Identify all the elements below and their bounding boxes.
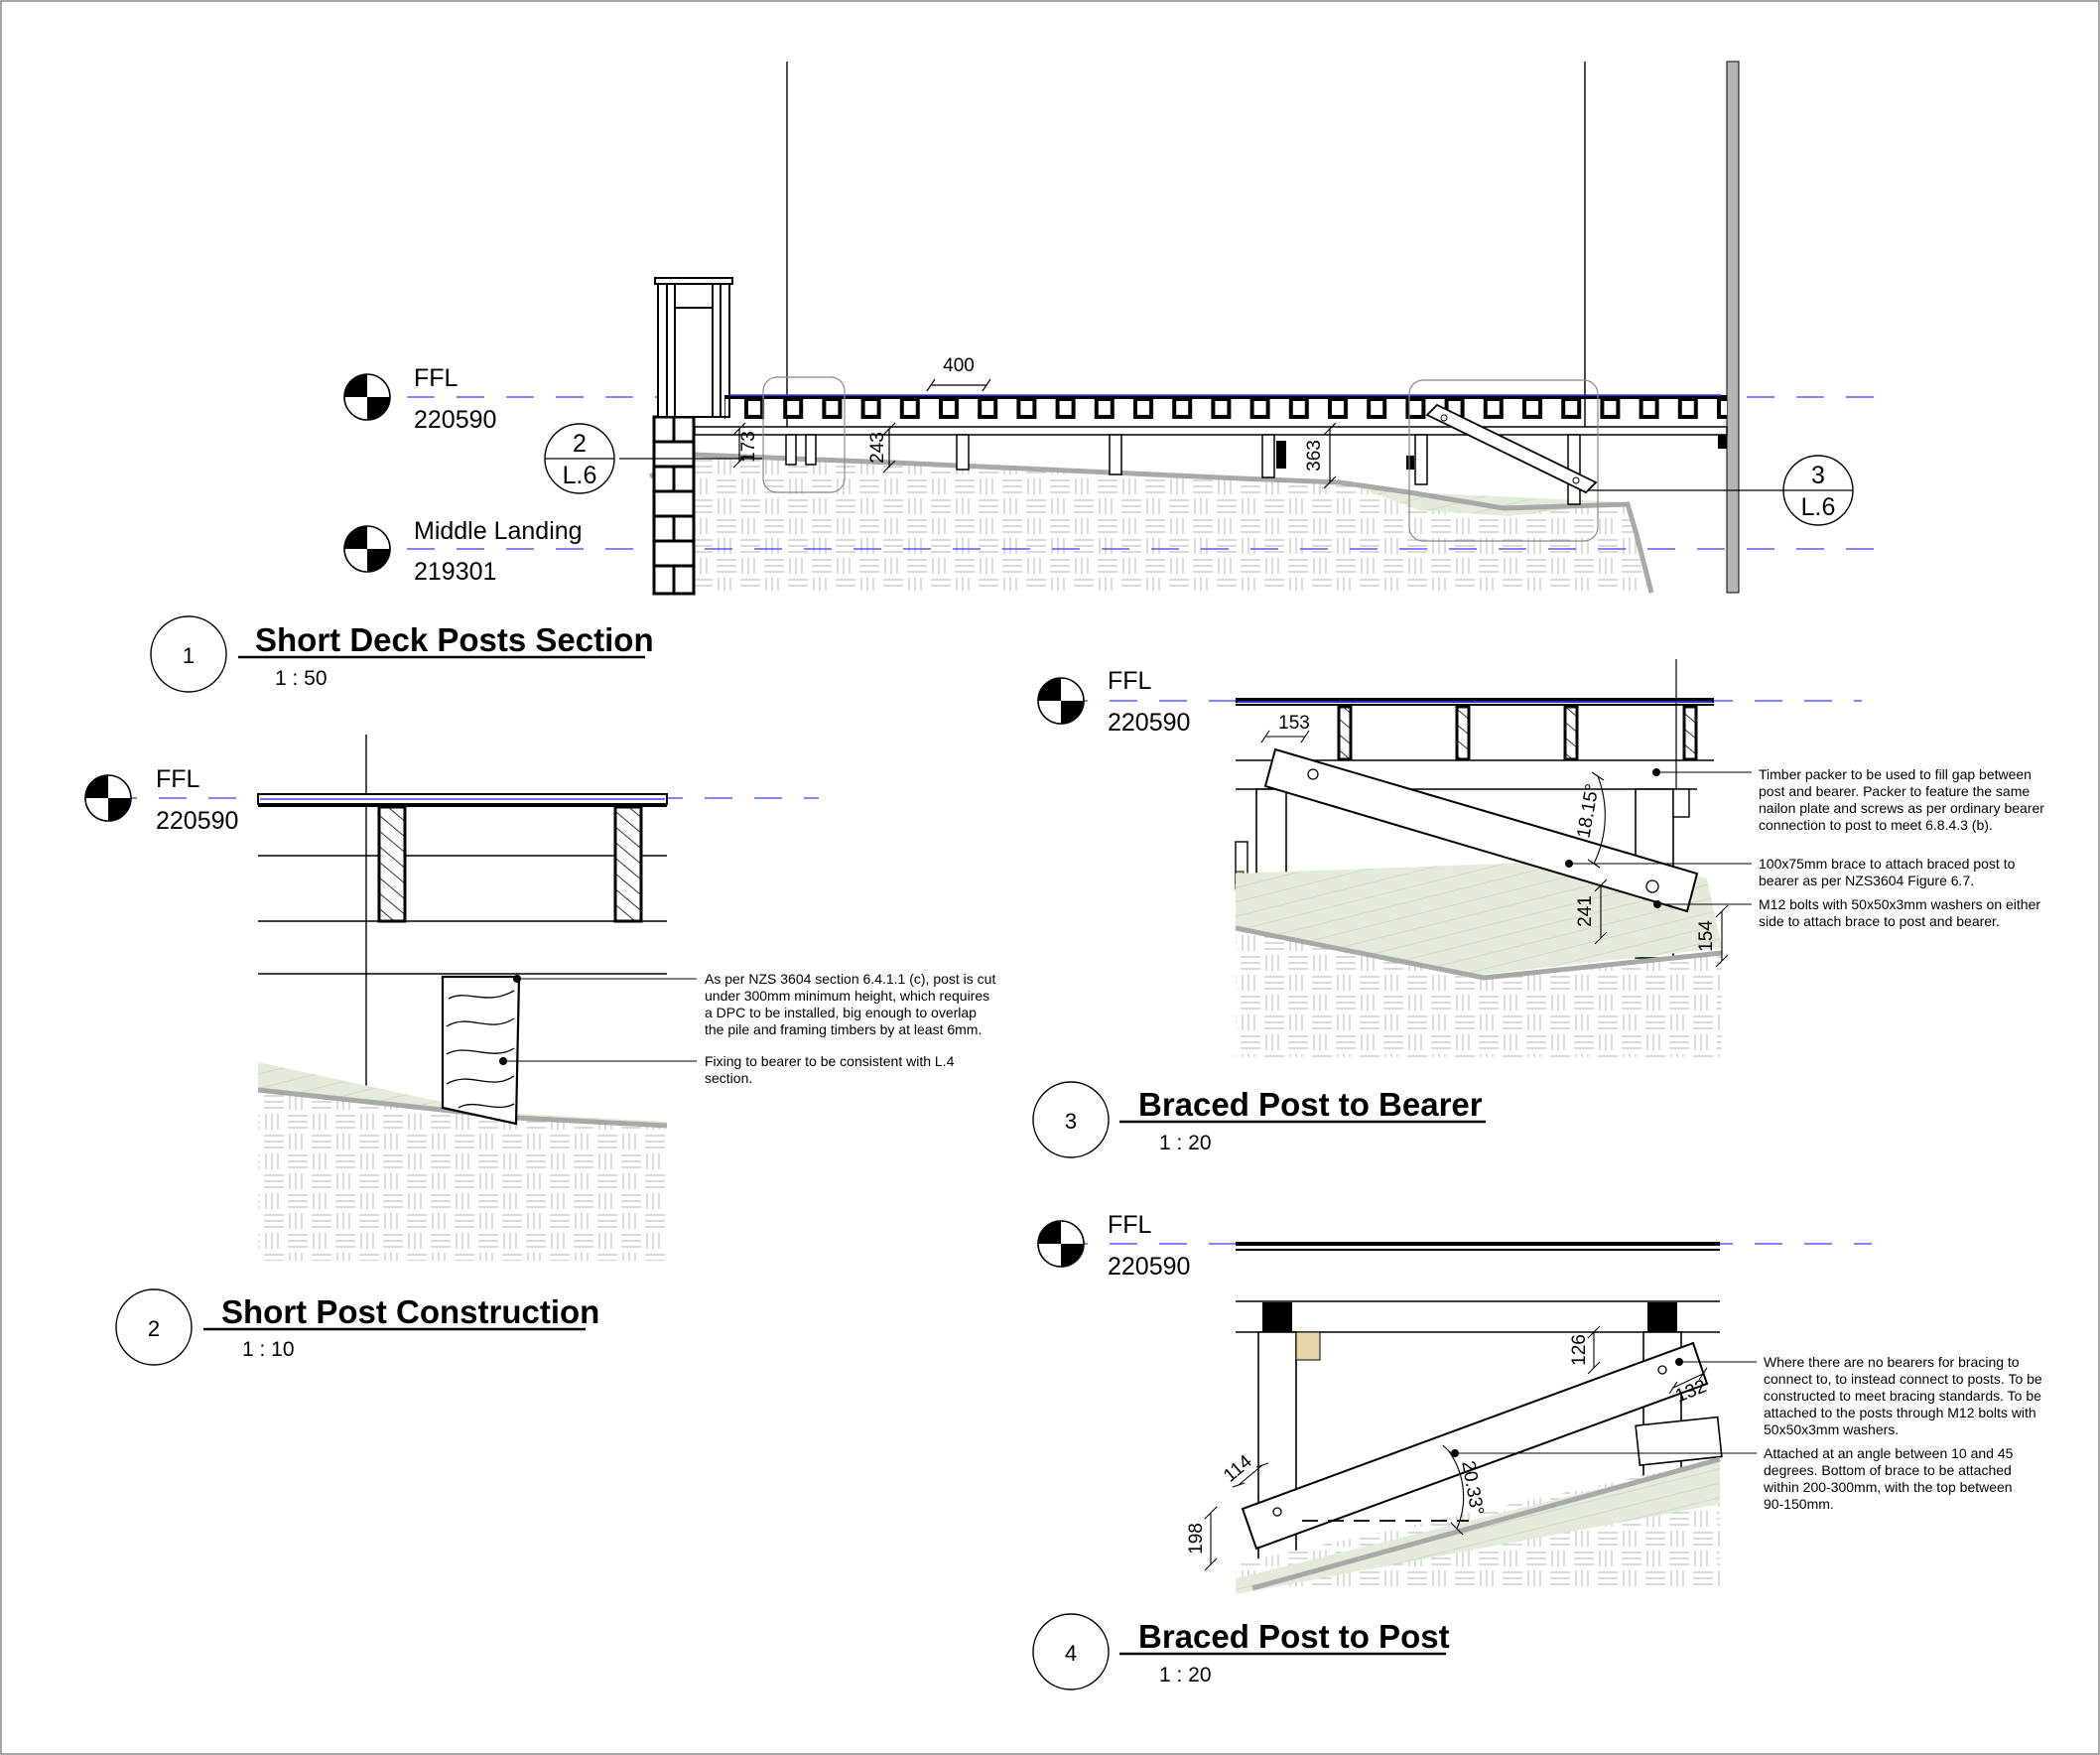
- v3-level-value: 220590: [1108, 709, 1190, 737]
- dim-angle-20-33: 20.33°: [1457, 1459, 1487, 1517]
- level-marker-icon: [343, 525, 391, 573]
- svg-text:As per NZS 3604 section 6.4.1.: As per NZS 3604 section 6.4.1.1 (c), pos…: [705, 971, 999, 1037]
- view-1-number: 1: [183, 643, 195, 668]
- dim-126: 126: [1569, 1334, 1590, 1366]
- dim-243: 243: [867, 432, 888, 464]
- svg-text:Attached at an angle between 1: Attached at an angle between 10 and 45 d…: [1763, 1445, 2017, 1512]
- note-3a-line-3: nailon plate and screws as per ordinary …: [1759, 800, 2044, 816]
- dim-114: 114: [1220, 1451, 1256, 1487]
- view-number-circle: [150, 615, 227, 693]
- view-4-title: Braced Post to Post: [1138, 1618, 1450, 1655]
- level-marker-icon: [1037, 1220, 1085, 1268]
- level-ffl-value: 220590: [414, 406, 496, 434]
- view-4-number: 4: [1065, 1641, 1077, 1666]
- note-3a-line-2: post and bearer. Packer to feature the s…: [1759, 783, 2030, 799]
- callout-3-sheet: L.6: [1801, 493, 1836, 521]
- level-ffl-name: FFL: [414, 364, 459, 392]
- note-4a-line-3: constructed to meet bracing standards. T…: [1764, 1388, 2041, 1404]
- note-4b-line-3: within 200-300mm, with the top between: [1763, 1479, 2013, 1495]
- note-2a-line-2: under 300mm minimum height, which requir…: [705, 988, 989, 1004]
- view-2-scale: 1 : 10: [242, 1338, 295, 1361]
- note-4a-line-5: 50x50x3mm washers.: [1764, 1421, 1899, 1437]
- note-4b-line-2: degrees. Bottom of brace to be attached: [1764, 1462, 2012, 1478]
- note-3b-line-2: bearer as per NZS3604 Figure 6.7.: [1759, 873, 1974, 888]
- note-3b-line-1: 100x75mm brace to attach braced post to: [1759, 856, 2016, 872]
- note-4b-line-4: 90-150mm.: [1764, 1496, 1834, 1512]
- view-2-short-post-construction: As per NZS 3604 section 6.4.1.1 (c), pos…: [84, 735, 999, 1366]
- callout-2-sheet: L.6: [563, 462, 597, 489]
- v2-level-name: FFL: [156, 765, 200, 793]
- note-3a-line-4: connection to post to meet 6.8.4.3 (b).: [1759, 817, 1993, 833]
- view-4-braced-post-to-post: 126 132 114 20.33° 198 Where there are n…: [1032, 1211, 2046, 1690]
- dim-400: 400: [943, 355, 975, 376]
- view-number-circle: [1032, 1081, 1110, 1158]
- dim-173: 173: [738, 431, 759, 463]
- view-1-short-deck-posts-section: 400 173 243 363 2 L.6 3 L.6 FFL 220590 M…: [150, 61, 1893, 693]
- svg-text:Where there are no bearers for: Where there are no bearers for bracing t…: [1764, 1354, 2046, 1437]
- svg-text:M12 bolts with 50x50x3mm washe: M12 bolts with 50x50x3mm washers on eith…: [1759, 896, 2044, 929]
- v2-level-value: 220590: [156, 807, 238, 835]
- level-marker-icon: [1037, 677, 1085, 725]
- callout-2-number: 2: [573, 430, 587, 458]
- view-1-scale: 1 : 50: [275, 667, 328, 690]
- level-marker-icon: [84, 774, 132, 822]
- note-4b-line-1: Attached at an angle between 10 and 45: [1764, 1445, 2014, 1461]
- note-2a-line-3: a DPC to be installed, big enough to ove…: [705, 1005, 977, 1020]
- view-3-number: 3: [1065, 1109, 1077, 1134]
- view-number-circle: [115, 1288, 193, 1366]
- view-2-number: 2: [148, 1316, 160, 1341]
- note-4a-line-1: Where there are no bearers for bracing t…: [1764, 1354, 2020, 1370]
- dim-363: 363: [1304, 440, 1325, 472]
- v4-level-value: 220590: [1108, 1253, 1190, 1281]
- dim-241: 241: [1575, 895, 1596, 927]
- view-3-title: Braced Post to Bearer: [1138, 1086, 1483, 1123]
- view-4-scale: 1 : 20: [1159, 1664, 1212, 1687]
- note-3c-line-2: side to attach brace to post and bearer.: [1759, 913, 2000, 929]
- view-1-title: Short Deck Posts Section: [255, 621, 654, 658]
- note-4a-line-2: connect to, to instead connect to posts.…: [1764, 1371, 2042, 1387]
- note-2b-line-1: Fixing to bearer to be consistent with L…: [705, 1053, 955, 1069]
- svg-text:100x75mm brace to attach brace: 100x75mm brace to attach braced post to …: [1759, 856, 2019, 888]
- view-number-circle: [1032, 1613, 1110, 1690]
- note-3a-line-1: Timber packer to be used to fill gap bet…: [1759, 766, 2032, 782]
- note-2a-line-4: the pile and framing timbers by at least…: [705, 1021, 982, 1037]
- level-middle-landing-name: Middle Landing: [414, 517, 583, 545]
- level-middle-landing-value: 219301: [414, 558, 496, 586]
- v4-level-name: FFL: [1108, 1211, 1152, 1239]
- view-3-braced-post-to-bearer: 153 18.15° 241 154 Timber packer to be u…: [1032, 659, 2048, 1158]
- svg-text:Timber packer to be used to fi: Timber packer to be used to fill gap bet…: [1759, 766, 2048, 833]
- level-marker-icon: [343, 373, 391, 421]
- dim-198: 198: [1186, 1523, 1207, 1554]
- view-2-title: Short Post Construction: [221, 1293, 599, 1330]
- callout-3-number: 3: [1811, 462, 1825, 489]
- dim-angle-18-15: 18.15°: [1573, 782, 1603, 840]
- dim-153: 153: [1278, 713, 1310, 734]
- v3-level-name: FFL: [1108, 667, 1152, 695]
- note-2b-line-2: section.: [705, 1070, 752, 1086]
- note-3c-line-1: M12 bolts with 50x50x3mm washers on eith…: [1759, 896, 2040, 912]
- dim-154: 154: [1696, 920, 1717, 952]
- note-4a-line-4: attached to the posts through M12 bolts …: [1764, 1405, 2036, 1420]
- view-3-scale: 1 : 20: [1159, 1132, 1212, 1154]
- svg-text:Fixing to bearer to be consist: Fixing to bearer to be consistent with L…: [705, 1053, 958, 1086]
- note-2a-line-1: As per NZS 3604 section 6.4.1.1 (c), pos…: [705, 971, 995, 987]
